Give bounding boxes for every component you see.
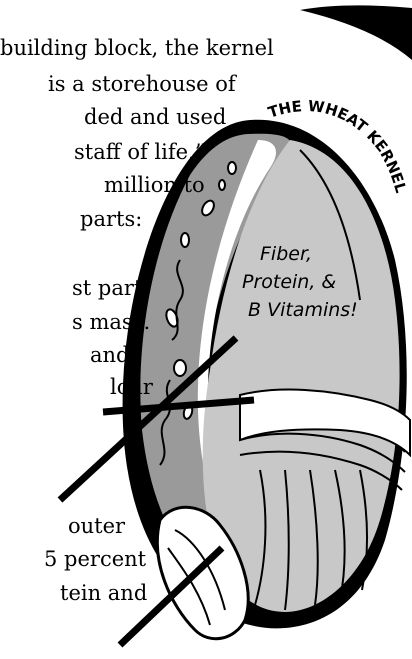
article-line: staff of life.” <box>74 140 205 164</box>
article-line: lour <box>110 375 153 399</box>
article-line: 5 percent <box>44 547 146 571</box>
callout-line-1: Fiber, <box>260 243 312 265</box>
article-line: st part <box>72 276 142 300</box>
article-line: building block, the kernel <box>0 36 274 60</box>
article-line: tein and <box>60 581 147 605</box>
kernel-tip-swoosh <box>300 5 412 60</box>
article-line: parts: <box>80 207 142 231</box>
callout-line-2: Protein, & <box>242 271 336 293</box>
callout-line-3: B Vitamins! <box>248 299 358 321</box>
article-line: is a storehouse of <box>48 72 236 96</box>
article-line: outer <box>68 514 125 538</box>
article-line: ded and used <box>84 105 226 129</box>
article-line: s mass. <box>72 310 150 334</box>
article-line: million to <box>104 173 205 197</box>
article-line: and <box>90 343 130 367</box>
